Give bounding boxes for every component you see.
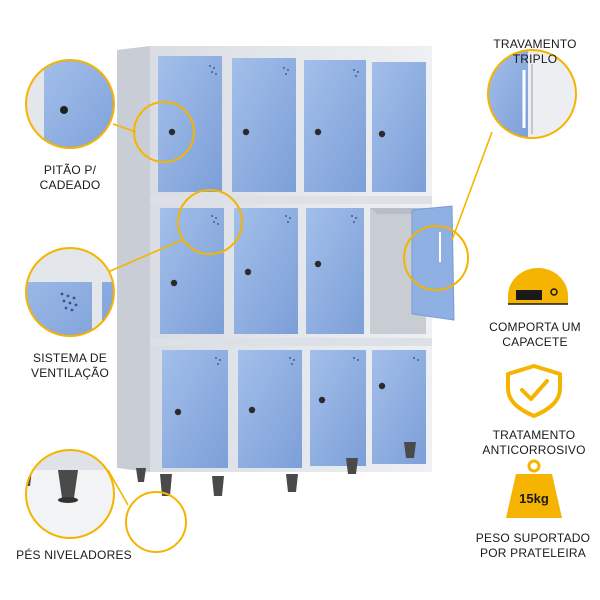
label-helmet: COMPORTA UM CAPACETE xyxy=(489,320,581,349)
locker-door xyxy=(160,208,224,334)
ventilation-holes-icon xyxy=(209,65,419,365)
shield-check-icon xyxy=(506,364,562,418)
locker-open-compartment xyxy=(370,205,455,334)
label-ventilation: SISTEMA DE VENTILAÇÃO xyxy=(30,351,110,380)
locker-door xyxy=(372,350,426,464)
callout-lines xyxy=(107,123,493,506)
locker-door xyxy=(234,208,298,334)
locker-door xyxy=(372,62,426,192)
callout-padlock-zoom xyxy=(25,59,115,149)
locker-door xyxy=(310,350,366,466)
leveling-feet xyxy=(136,442,416,496)
weight-value: 15kg xyxy=(519,491,549,506)
weight-icon: 15kg xyxy=(506,459,562,518)
locker-cabinet xyxy=(117,46,455,496)
helmet-icon xyxy=(508,268,568,305)
padlock-knob-icon xyxy=(168,128,176,136)
callout-ventilation-zoom xyxy=(25,247,115,337)
label-shelf-weight: PESO SUPORTADO POR PRATELEIRA xyxy=(475,531,591,560)
label-padlock: PITÃO P/ CADEADO xyxy=(39,163,101,192)
locker-door xyxy=(232,58,296,192)
label-feet: PÉS NIVELADORES xyxy=(16,548,132,562)
label-triple-lock: TRAVAMENTO TRIPLO xyxy=(493,37,577,66)
locker-door xyxy=(162,350,228,468)
locker-door xyxy=(306,208,364,334)
label-anticorrosion: TRATAMENTO ANTICORROSIVO xyxy=(482,428,586,457)
locker-door xyxy=(304,60,366,192)
callout-feet-zoom xyxy=(25,449,115,539)
locker-door xyxy=(238,350,302,468)
locker-door xyxy=(158,56,222,192)
